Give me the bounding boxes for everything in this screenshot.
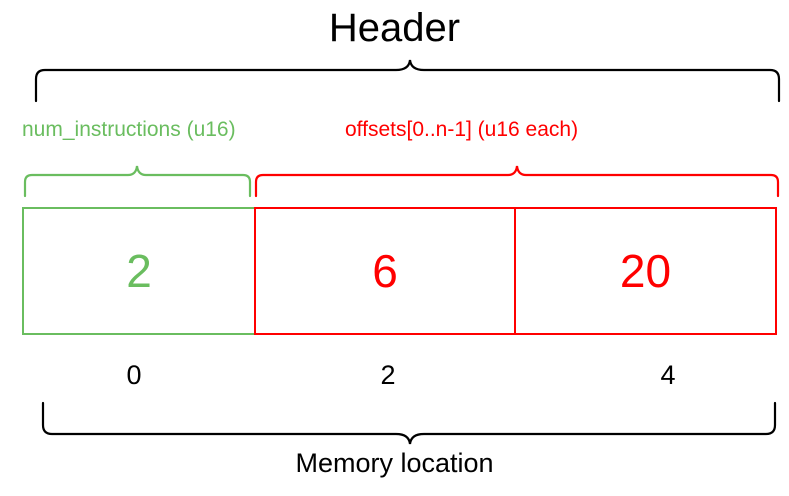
memory-cell-num-instructions: 2 — [22, 207, 256, 335]
segment-brace-green — [23, 165, 252, 198]
top-brace-black — [34, 59, 781, 103]
page-title: Header — [328, 6, 461, 50]
segment-label-num-instructions: num_instructions (u16) — [22, 118, 236, 141]
offset-ruler-2: 4 — [660, 360, 676, 390]
segment-brace-red — [254, 165, 780, 198]
memory-cell-row: 2 6 20 — [22, 207, 779, 335]
offset-ruler-1: 2 — [380, 360, 396, 390]
offset-ruler-0: 0 — [126, 360, 142, 390]
bottom-brace-black — [41, 401, 777, 445]
memory-cell-offset-0: 6 — [254, 207, 516, 335]
memory-cell-offset-1: 20 — [514, 207, 777, 335]
memory-location-caption: Memory location — [295, 448, 494, 478]
segment-label-offsets: offsets[0..n-1] (u16 each) — [345, 118, 579, 141]
